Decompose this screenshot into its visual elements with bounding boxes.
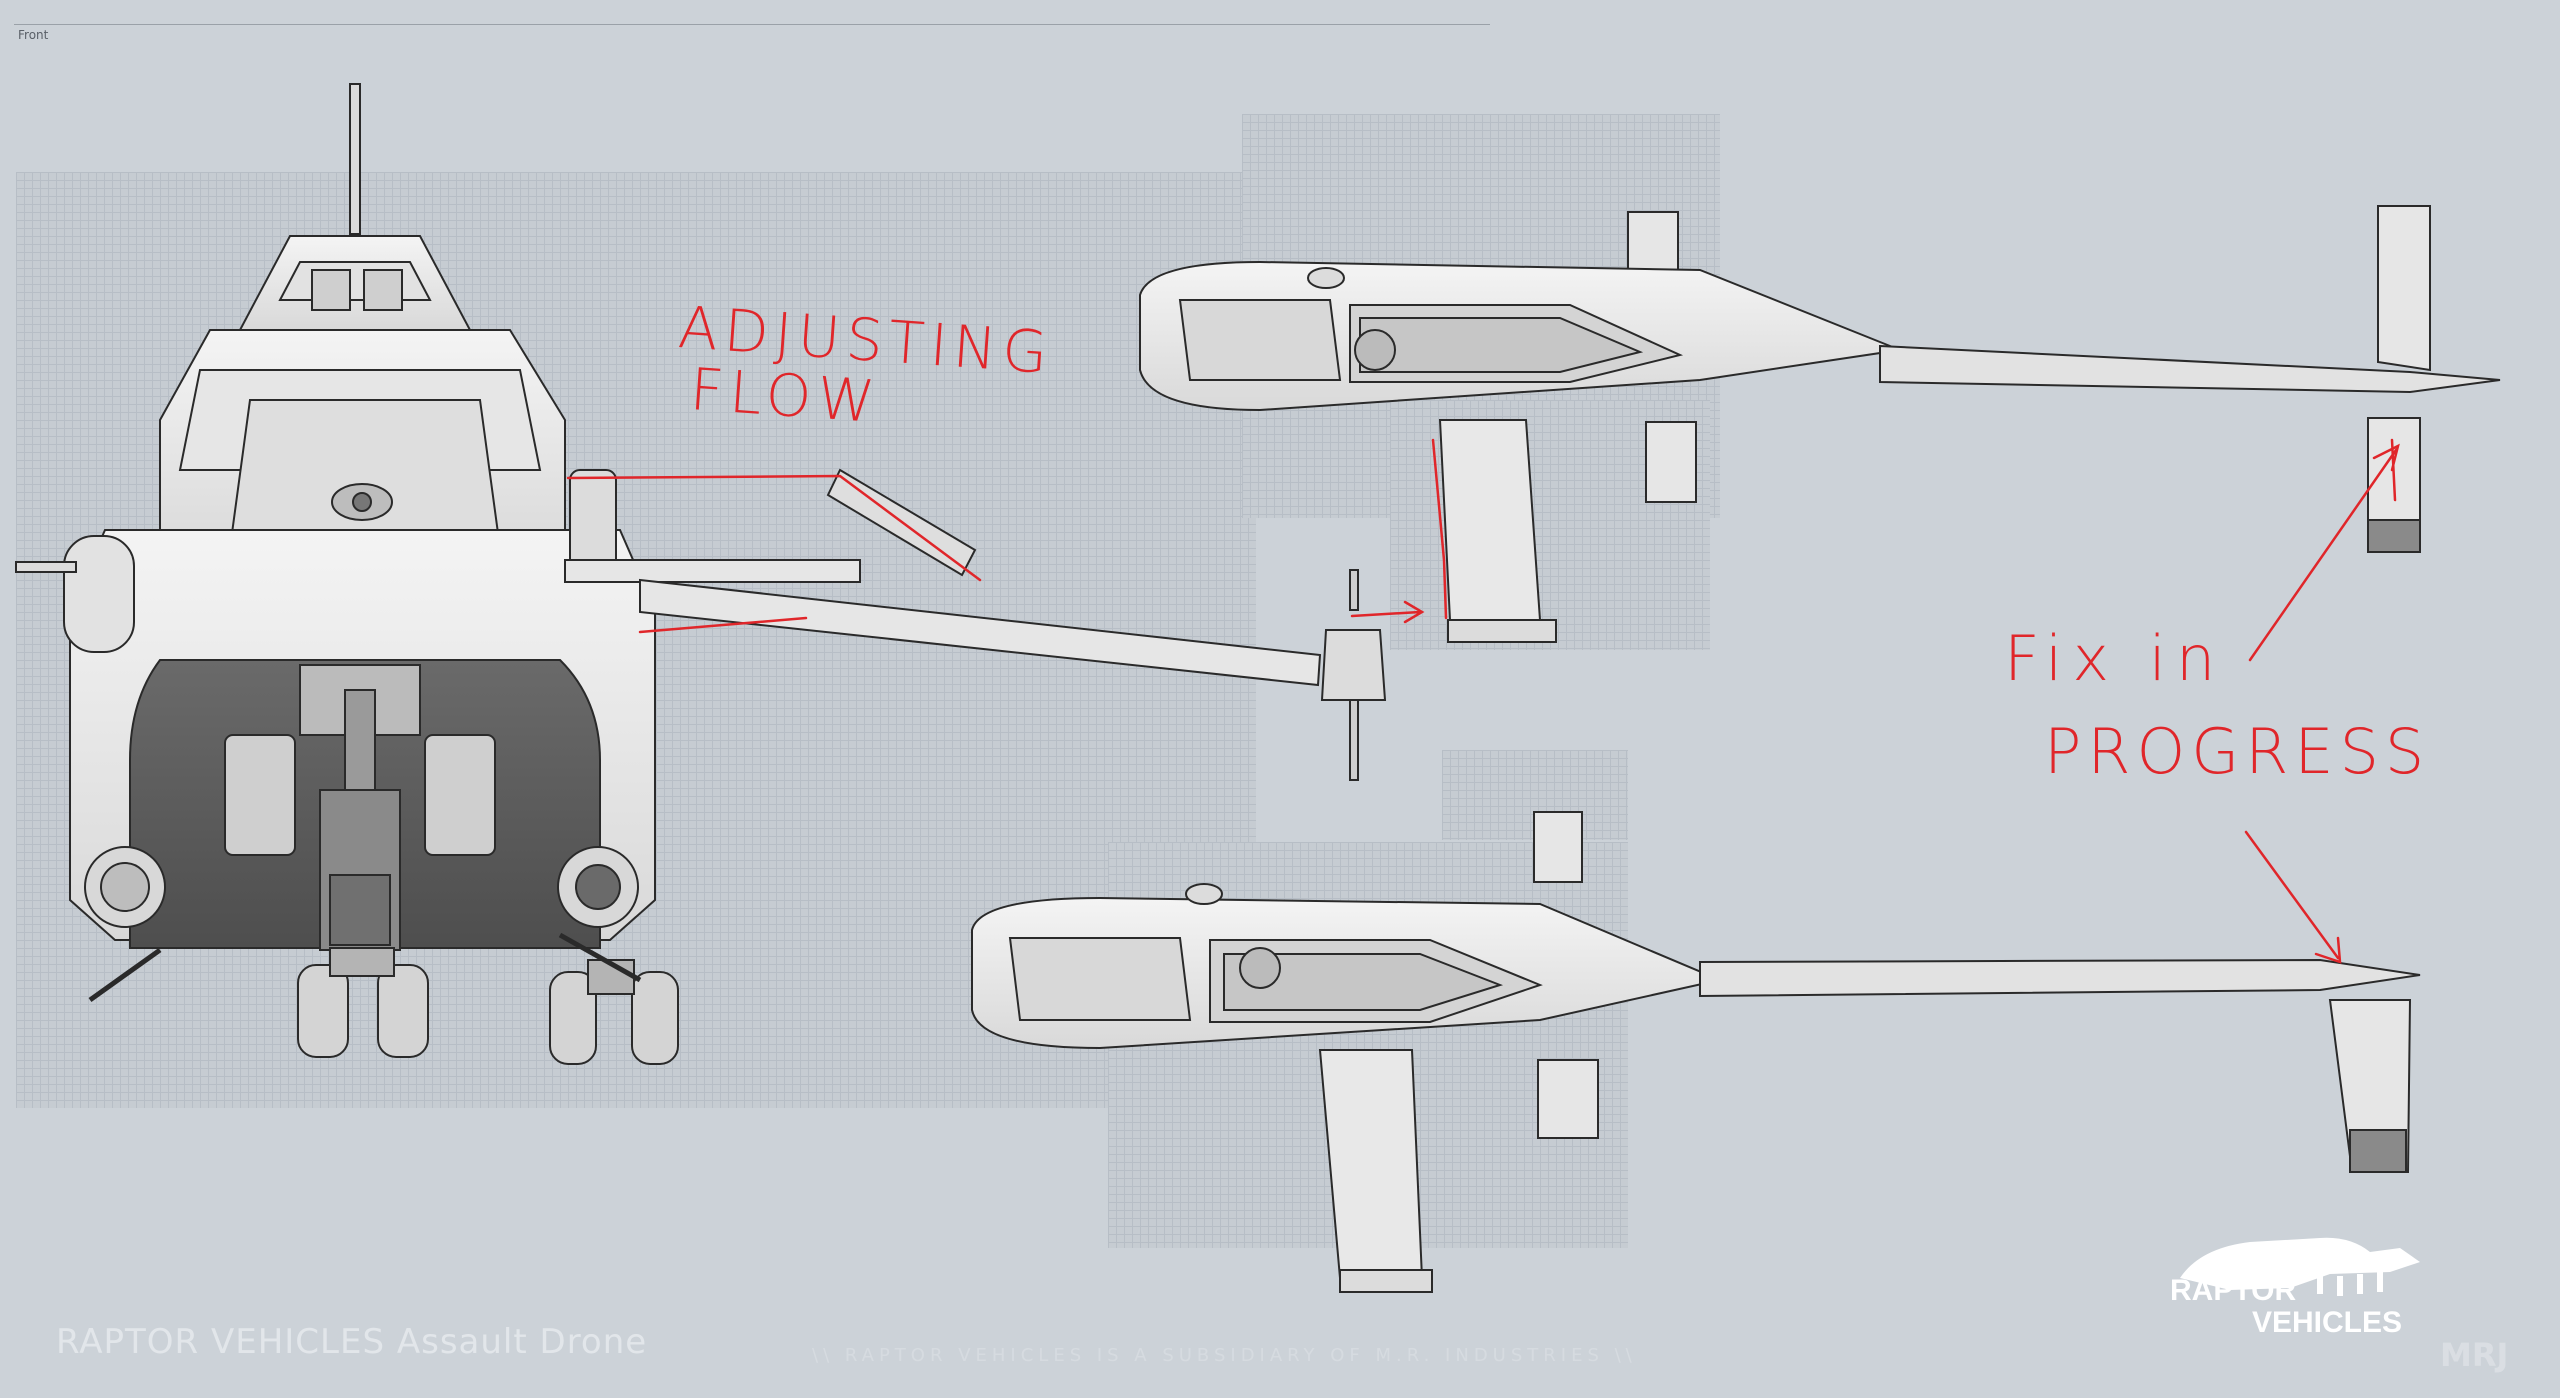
bottom-view-drone [971,811,2421,1293]
raptor-skull-icon [2180,1237,2420,1296]
left-side-pod [63,535,135,653]
watermark-logo: MRJ [2440,1336,2509,1374]
left-rod [15,561,77,573]
front-arrow [1350,600,1425,624]
landing-gear-right [549,959,679,1065]
landing-gear-left [297,947,429,1058]
top-view-tail-fin-upper [2377,205,2431,372]
viewport-rule [14,24,1490,25]
bottom-view-tail-boom [1699,958,2421,998]
rotor-hub [1320,629,1387,701]
tail-fin-redline [2390,438,2397,502]
adjusting-flow-line-upper [566,474,982,582]
brand-line1: RAPTOR [2170,1274,2297,1307]
annotation-strokes [566,438,2400,964]
bottom-view-wing [1318,1049,1424,1279]
top-view-drone [1139,205,2501,643]
top-view-tail-boom [1879,344,2501,394]
main-boom [639,578,1322,687]
footer-subtitle: \\ RAPTOR VEHICLES IS A SUBSIDIARY OF M.… [812,1345,1637,1366]
top-view-wing [1438,419,1542,621]
left-pod [224,734,296,856]
footer-title: RAPTOR VEHICLES Assault Drone [56,1322,648,1362]
annotation-adjusting-flow: ADJUSTING FLOW [672,293,1055,445]
adjusting-flow-line-lower [638,616,808,634]
annotation-fix-in-progress: Fix in PROGRESS [2004,626,2430,784]
right-side-pod [569,469,617,571]
front-view-drone [15,83,1387,1065]
raptor-vehicles-logo: RAPTOR VEHICLES [2170,1228,2430,1348]
annotation-progress: PROGRESS [2044,715,2431,789]
fix-arrow-lower [2244,830,2342,964]
antenna [349,83,361,235]
upper-boom [564,559,861,583]
wing-redline [1431,438,1448,620]
brand-line2: VEHICLES [2252,1306,2403,1339]
right-pod [424,734,496,856]
annotation-fix-in: Fix in [2004,622,2226,695]
viewport-label: Front [18,28,49,42]
